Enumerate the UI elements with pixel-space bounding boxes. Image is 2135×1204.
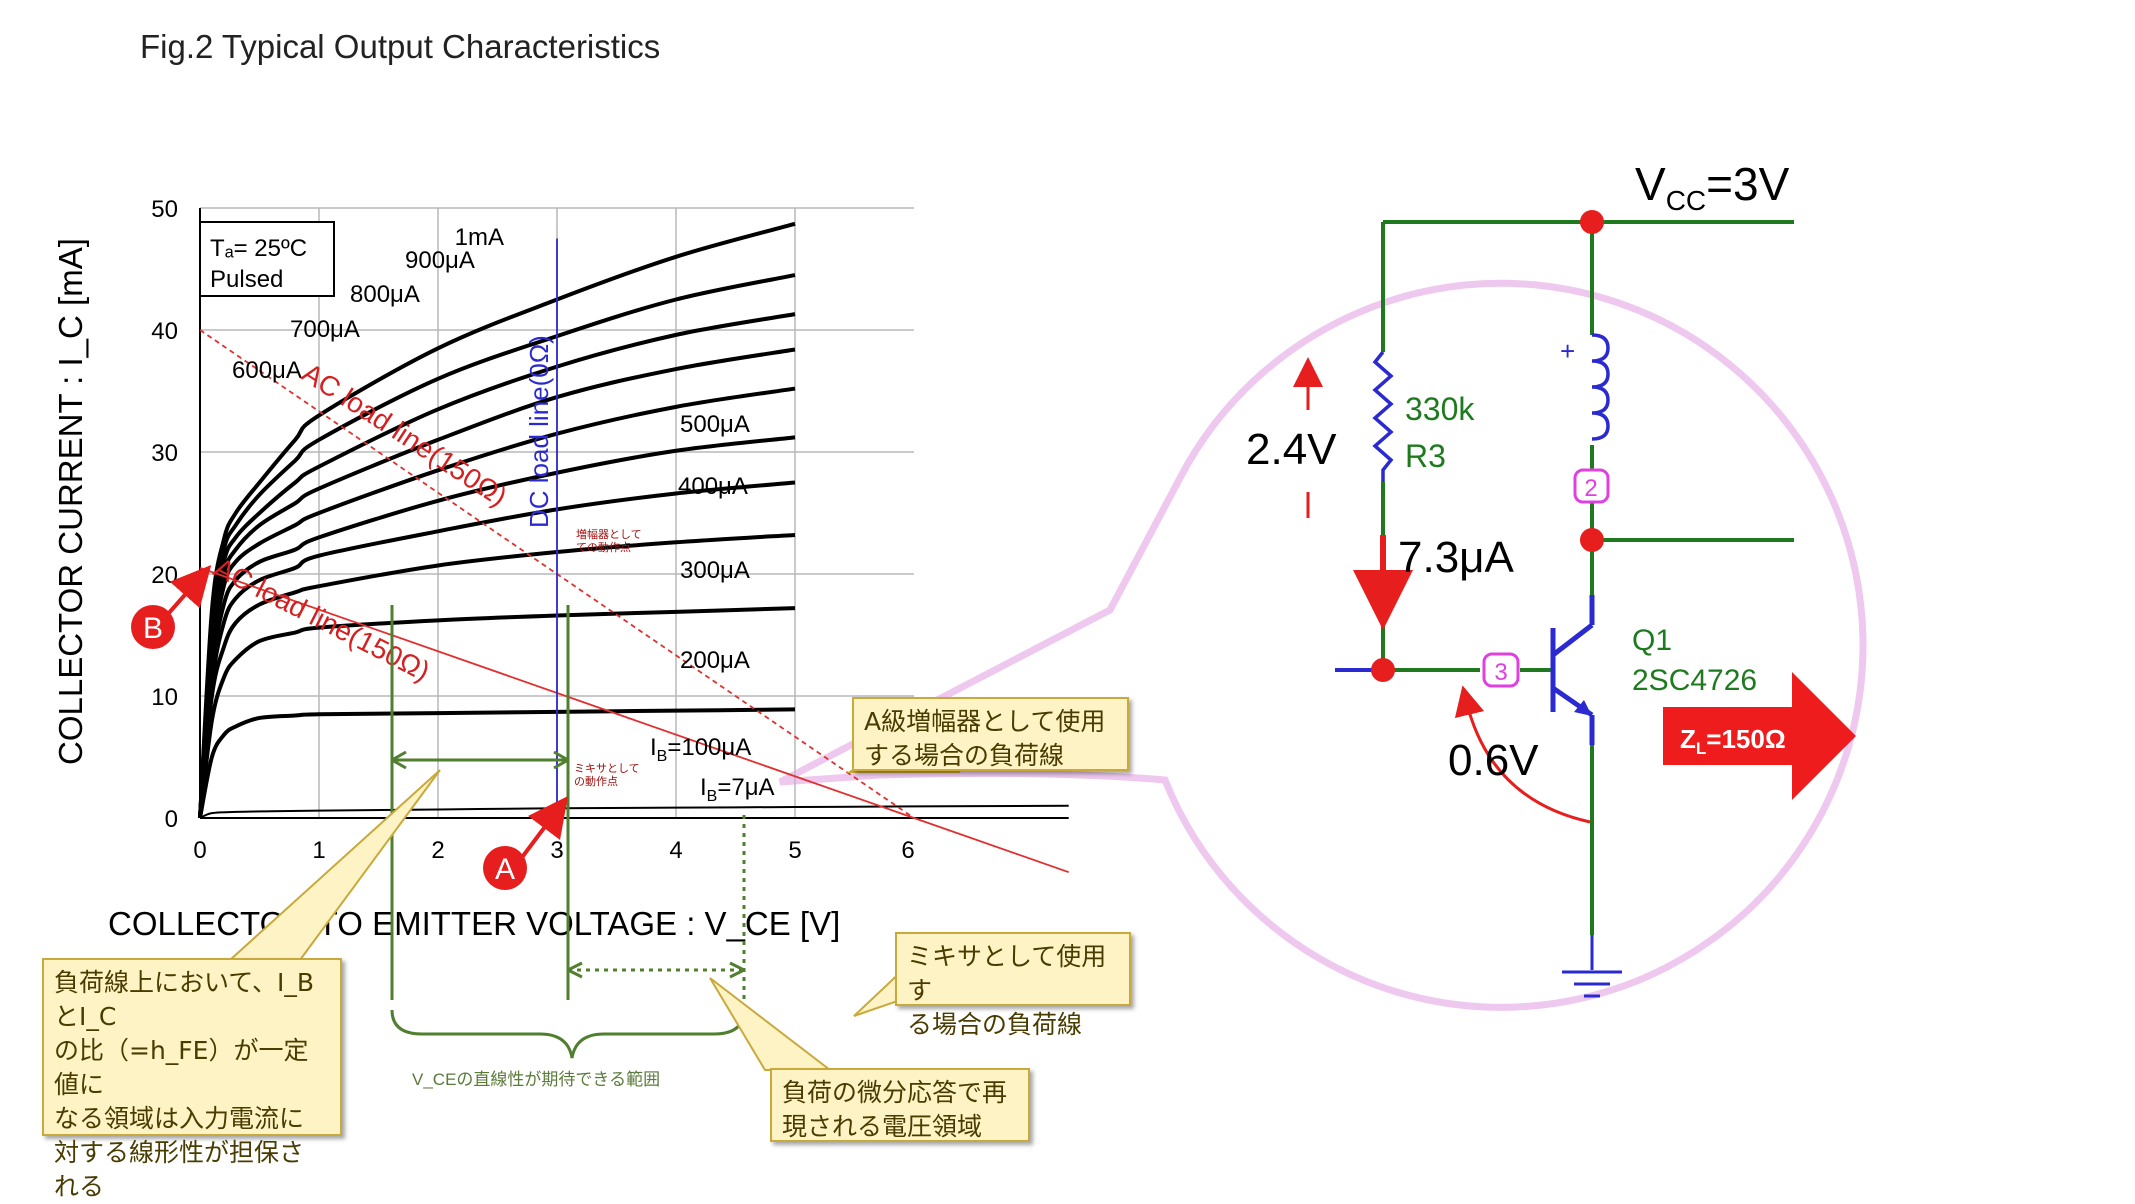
x-tick-1: 1	[312, 837, 325, 864]
legend-pulsed: Pulsed	[210, 266, 283, 293]
circuit-schematic: + 2 3 VCC=3V 33	[1246, 158, 1856, 998]
legend-ta: Tₐ= 25ºC	[210, 235, 307, 262]
marker-b-pointer	[166, 565, 212, 616]
diagram-canvas: Fig.2 Typical Output Characteristics 010…	[52, 28, 1867, 1089]
inductor-plus: +	[1560, 336, 1575, 366]
chart-plot-area: 0 10 20 30 40 50 0 1 2 3 4 5 6	[151, 196, 1069, 874]
load-line-2	[199, 567, 1069, 874]
load-label: ZL=150Ω	[1680, 724, 1786, 758]
vbe-arc	[1454, 685, 1591, 824]
y-axis-label: COLLECTOR CURRENT : I_C [mA]	[52, 238, 89, 765]
amp-operating-point-label: 増幅器としてての動作点	[576, 528, 642, 554]
y-tick-30: 30	[151, 440, 178, 467]
pin-2-label: 2	[1584, 475, 1597, 502]
vbe-label: 0.6V	[1448, 736, 1539, 785]
curve-labels: IB=7μA IB=100μA 200μA 300μA 400μA 500μA 600μA 7…	[232, 224, 775, 805]
voltage-drop-label: 2.4V	[1246, 425, 1337, 474]
x-tick-3: 3	[550, 837, 563, 864]
x-tick-2: 2	[431, 837, 444, 864]
emitter-arrow	[1574, 700, 1592, 716]
resistor-r3	[1372, 350, 1394, 482]
x-tick-0: 0	[193, 837, 206, 864]
curve-label-600μA: 600μA	[232, 357, 302, 384]
marker-a-label: A	[495, 853, 515, 886]
curve-300μA	[198, 532, 796, 819]
pin-3-box	[1482, 652, 1520, 688]
node-collector	[1580, 528, 1604, 552]
y-tick-20: 20	[151, 562, 178, 589]
y-tick-0: 0	[165, 806, 178, 833]
callout-bubble	[778, 279, 1867, 1011]
curve-label-700μA: 700μA	[290, 316, 360, 343]
figure-title: Fig.2 Typical Output Characteristics	[140, 28, 660, 65]
curve-series	[198, 221, 1069, 819]
pin-3-label: 3	[1494, 659, 1507, 686]
curve-label-800μA: 800μA	[350, 281, 420, 308]
curve-500μA	[198, 435, 796, 819]
vce-range-label: V_CEの直線性が期待できる範囲	[412, 1070, 660, 1089]
curve-label-400μA: 400μA	[678, 473, 748, 500]
node-base	[1371, 658, 1395, 682]
marker-a-pointer	[518, 796, 568, 862]
marker-a	[483, 846, 527, 890]
resistor-name: R3	[1405, 438, 1446, 474]
vcc-label: VCC=3V	[1635, 158, 1790, 216]
pin-2-box	[1573, 468, 1610, 504]
note-differential-pointer	[709, 977, 833, 1071]
curve-label-IB=7μA: IB=7μA	[700, 774, 775, 805]
transistor-part: 2SC4726	[1632, 664, 1757, 697]
y-tick-labels: 0 10 20 30 40 50	[151, 196, 178, 833]
marker-b-label: B	[143, 612, 163, 645]
curve-400μA	[198, 480, 796, 819]
x-axis-label: COLLECTOR TO EMITTER VOLTAGE : V_CE [V]	[108, 905, 840, 942]
inductor-coil	[1591, 333, 1610, 441]
y-tick-10: 10	[151, 684, 178, 711]
load-lines	[199, 238, 1069, 874]
curve-label-500μA: 500μA	[680, 411, 750, 438]
ground-symbol	[1562, 935, 1622, 998]
mixer-operating-point-label: ミキサとしての動作点	[574, 762, 640, 788]
note-differential-response: 負荷の微分応答で再 現される電圧領域	[770, 1068, 1030, 1142]
resistor-value: 330k	[1405, 391, 1475, 427]
x-tick-5: 5	[788, 837, 801, 864]
curve-1mA	[198, 221, 796, 819]
x-tick-4: 4	[669, 837, 682, 864]
load-arrow	[1663, 672, 1856, 800]
marker-b	[131, 605, 175, 649]
node-vcc	[1580, 210, 1604, 234]
note-linearity: 負荷線上において、I_BとI_C の比（=h_FE）が一定値に なる領域は入力電…	[42, 958, 342, 1201]
legend-box	[199, 221, 335, 297]
curve-label-1mA: 1mA	[455, 224, 504, 251]
curve-200μA	[198, 606, 796, 819]
curve-IB=100μA	[198, 707, 796, 819]
note-mixer-load-line: ミキサとして使用す る場合の負荷線	[895, 932, 1131, 1039]
curve-label-200μA: 200μA	[680, 647, 750, 674]
x-tick-labels: 0 1 2 3 4 5 6	[193, 837, 914, 864]
base-current-label: 7.3μA	[1398, 533, 1515, 582]
linearity-range-bracket	[390, 605, 746, 1059]
curve-label-900μA: 900μA	[405, 247, 475, 274]
transistor-name: Q1	[1632, 624, 1672, 657]
y-tick-50: 50	[151, 196, 178, 223]
dc-load-line-label: DC load line(0Ω)	[524, 335, 554, 528]
y-tick-40: 40	[151, 318, 178, 345]
curve-label-300μA: 300μA	[680, 557, 750, 584]
curve-label-IB=100μA: IB=100μA	[650, 734, 751, 765]
note-class-a-load-line: A級増幅器として使用 する場合の負荷線	[852, 697, 1129, 771]
curve-IB=7μA	[199, 804, 1069, 819]
x-tick-6: 6	[901, 837, 914, 864]
